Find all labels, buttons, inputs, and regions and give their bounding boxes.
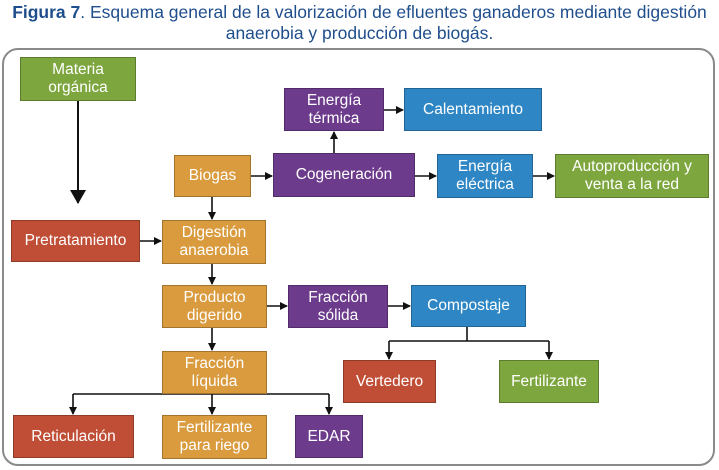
node-energia-termica: Energía térmica [284, 88, 384, 131]
node-fraccion-liquida: Fracción líquida [162, 351, 267, 394]
node-reticulacion: Reticulación [13, 415, 134, 458]
figure-caption: Figura 7. Esquema general de la valoriza… [0, 2, 719, 44]
node-producto-digerido: Producto digerido [162, 285, 267, 328]
node-biogas: Biogas [174, 155, 251, 197]
figure-label: Figura 7 [12, 2, 81, 22]
node-cogeneracion: Cogeneración [273, 153, 415, 197]
node-fraccion-solida: Fracción sólida [288, 285, 388, 328]
node-compostaje: Compostaje [411, 285, 526, 327]
node-fertilizante: Fertilizante [499, 360, 599, 403]
node-pretratamiento: Pretratamiento [11, 220, 140, 262]
node-fertilizante-riego: Fertilizante para riego [162, 415, 267, 459]
node-materia-organica: Materia orgánica [20, 57, 136, 101]
node-vertedero: Vertedero [343, 360, 436, 403]
node-digestion-anaerobia: Digestión anaerobia [162, 220, 266, 264]
node-energia-electrica: Energía eléctrica [437, 154, 533, 198]
node-edar: EDAR [295, 415, 363, 458]
node-autoproduccion: Autoproducción y venta a la red [555, 154, 709, 198]
figure-caption-text: . Esquema general de la valorización de … [80, 2, 707, 43]
node-calentamiento: Calentamiento [404, 88, 542, 131]
